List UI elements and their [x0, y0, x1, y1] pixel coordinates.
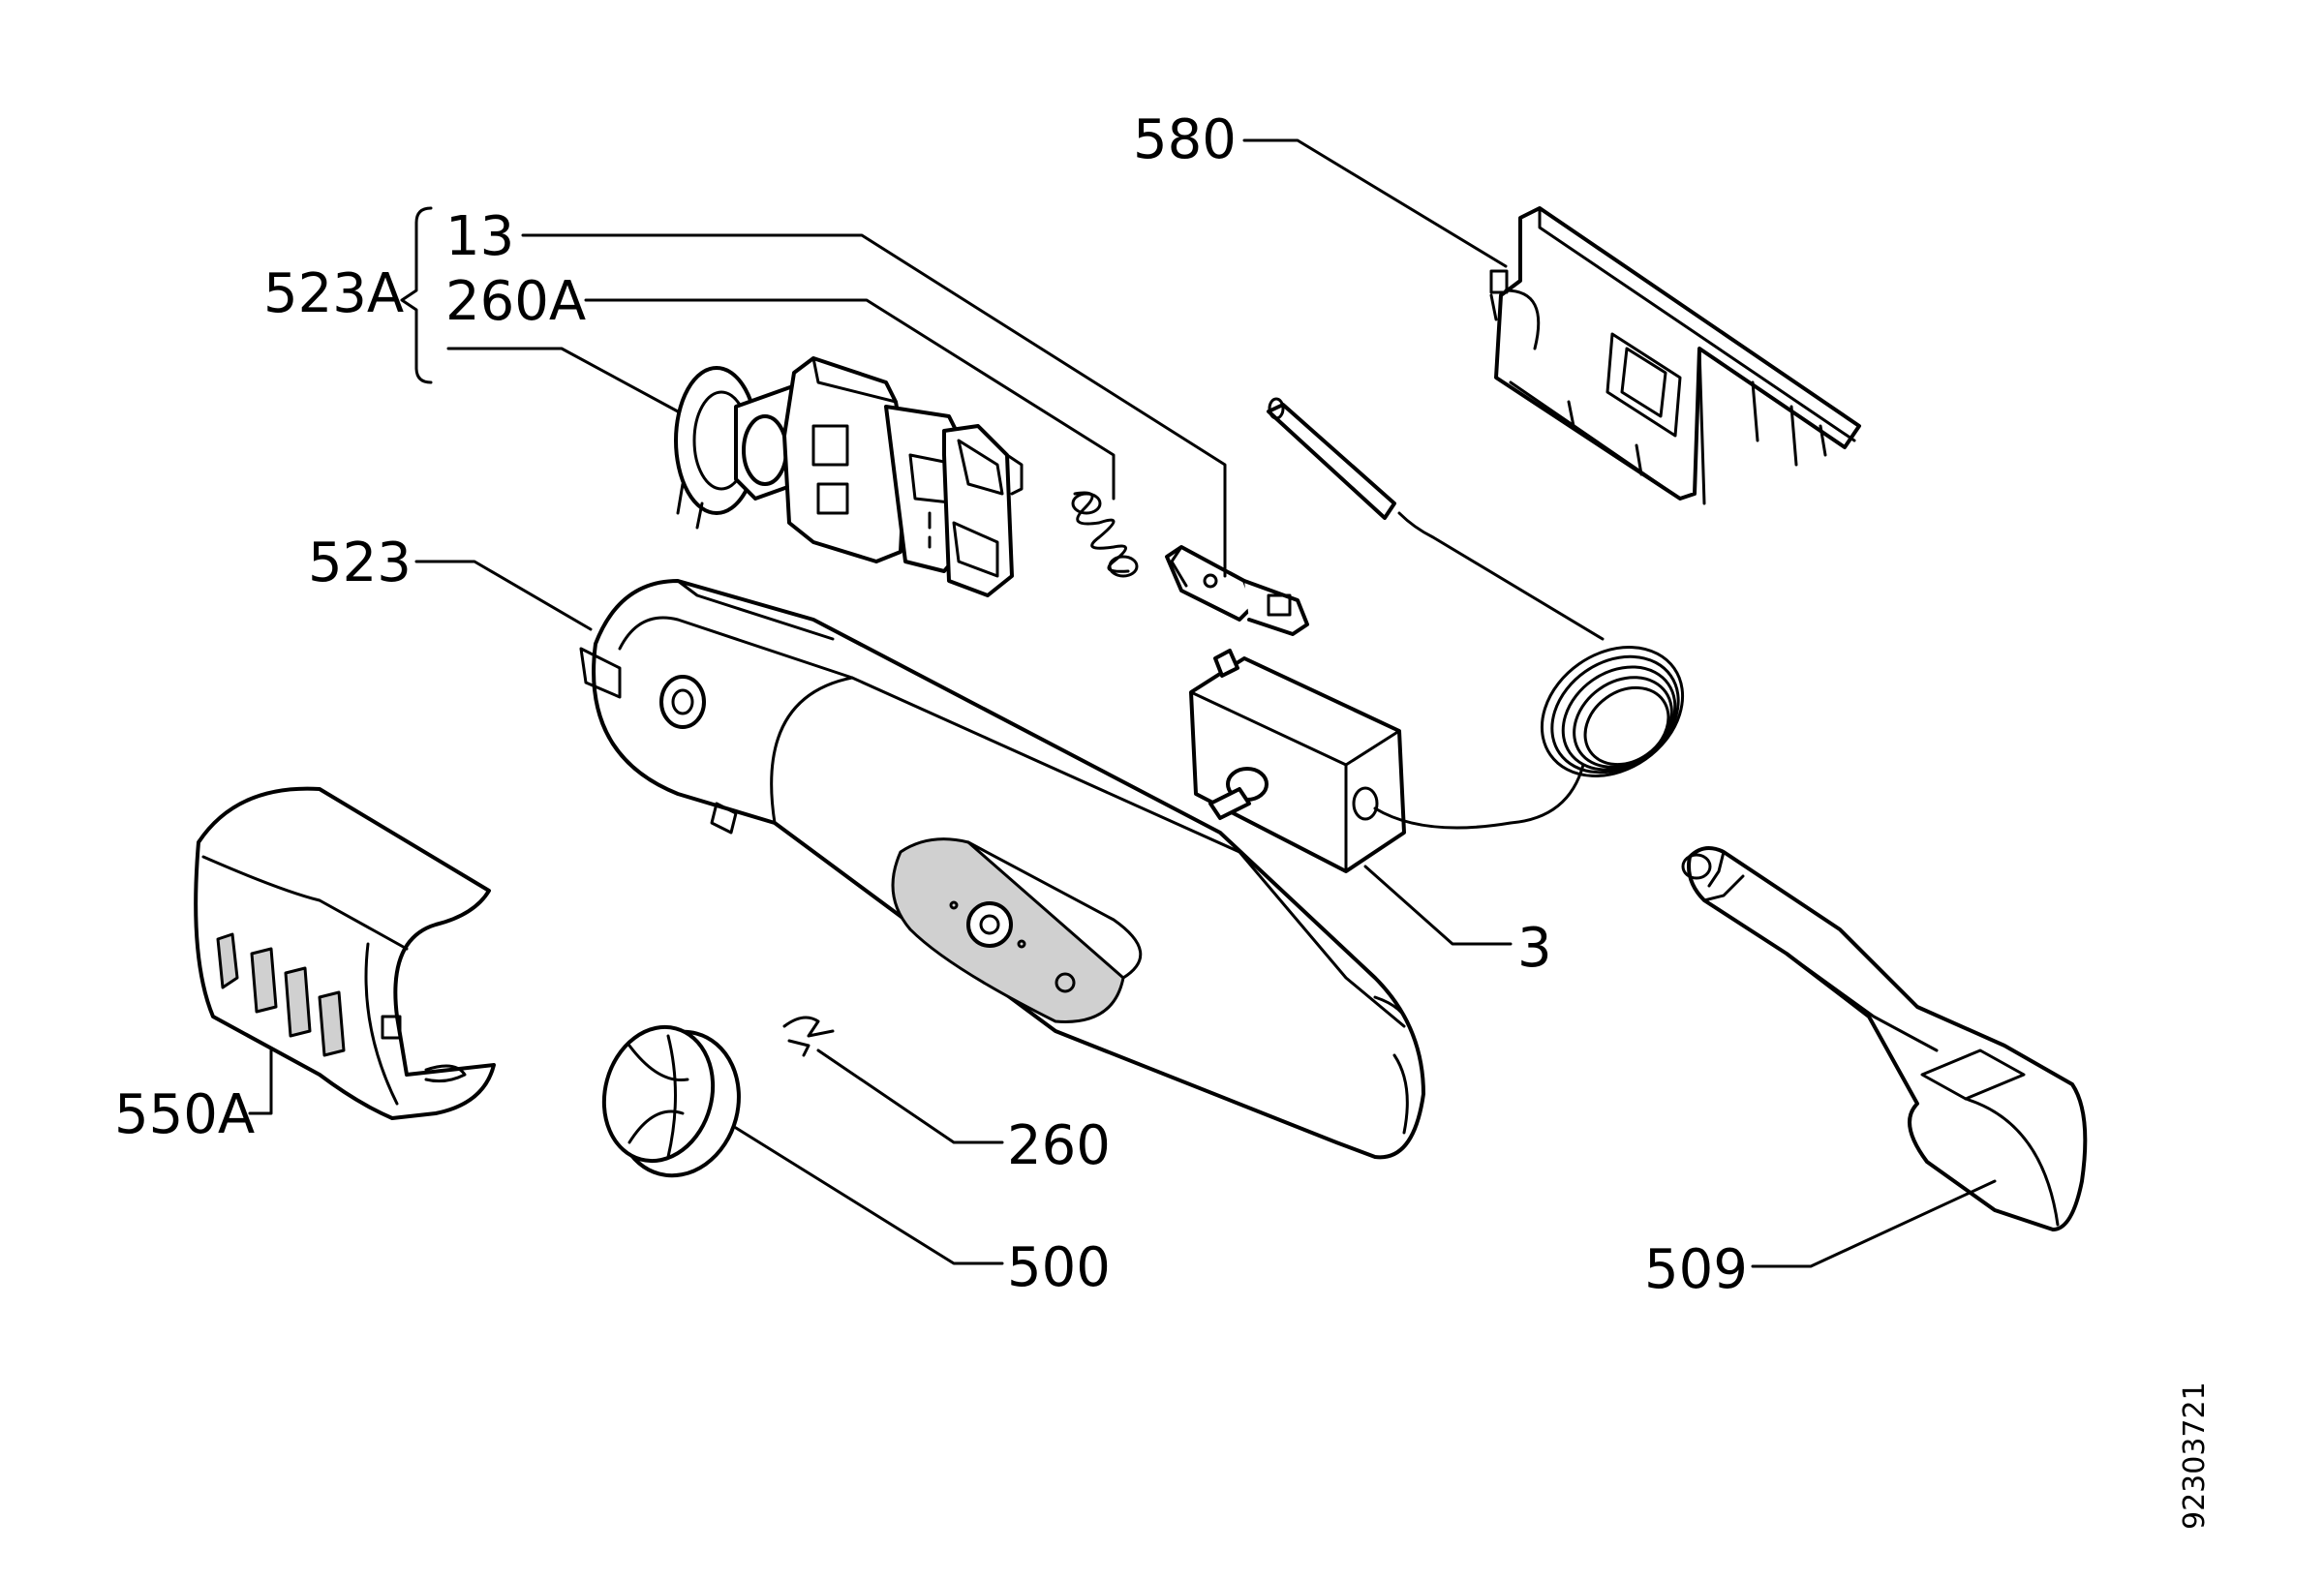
leader-523	[414, 560, 593, 631]
part-3-thermostat	[1189, 397, 1685, 873]
part-500-knob	[601, 1024, 741, 1178]
part-523-housing	[579, 579, 1425, 1160]
label-580: 580	[1133, 108, 1237, 171]
leader-260	[816, 1048, 1004, 1144]
bracket-523A	[400, 206, 433, 384]
part-260A-spring	[1071, 491, 1139, 578]
part-labels: 580 523A 13 260A 523 3 550A 260 500 509 …	[114, 108, 2212, 1530]
leader-509	[1751, 1179, 1997, 1268]
leader-550A	[248, 1048, 273, 1115]
drawing-number: 92303721	[2178, 1382, 2212, 1530]
label-523: 523	[308, 532, 412, 594]
part-509-handle	[1681, 846, 2088, 1231]
part-523A-switch-assembly	[674, 356, 1024, 597]
label-500: 500	[1007, 1236, 1111, 1299]
leader-13	[521, 233, 1227, 578]
leader-523A-switch	[446, 347, 680, 413]
leader-500	[734, 1126, 1004, 1265]
leader-260A	[584, 298, 1116, 501]
part-13-contact	[1165, 545, 1309, 636]
leader-lines	[248, 138, 1997, 1268]
label-523A: 523A	[263, 262, 404, 325]
label-13: 13	[445, 205, 514, 268]
label-260: 260	[1007, 1114, 1111, 1177]
part-260-clip	[782, 1016, 835, 1057]
part-580-bracket	[1489, 206, 1861, 505]
label-550A: 550A	[114, 1083, 255, 1146]
label-260A: 260A	[445, 270, 586, 333]
part-550A-cover	[194, 786, 496, 1120]
leader-580	[1242, 138, 1508, 268]
label-3: 3	[1517, 917, 1552, 980]
leader-3	[1363, 865, 1513, 946]
label-509: 509	[1644, 1238, 1748, 1301]
